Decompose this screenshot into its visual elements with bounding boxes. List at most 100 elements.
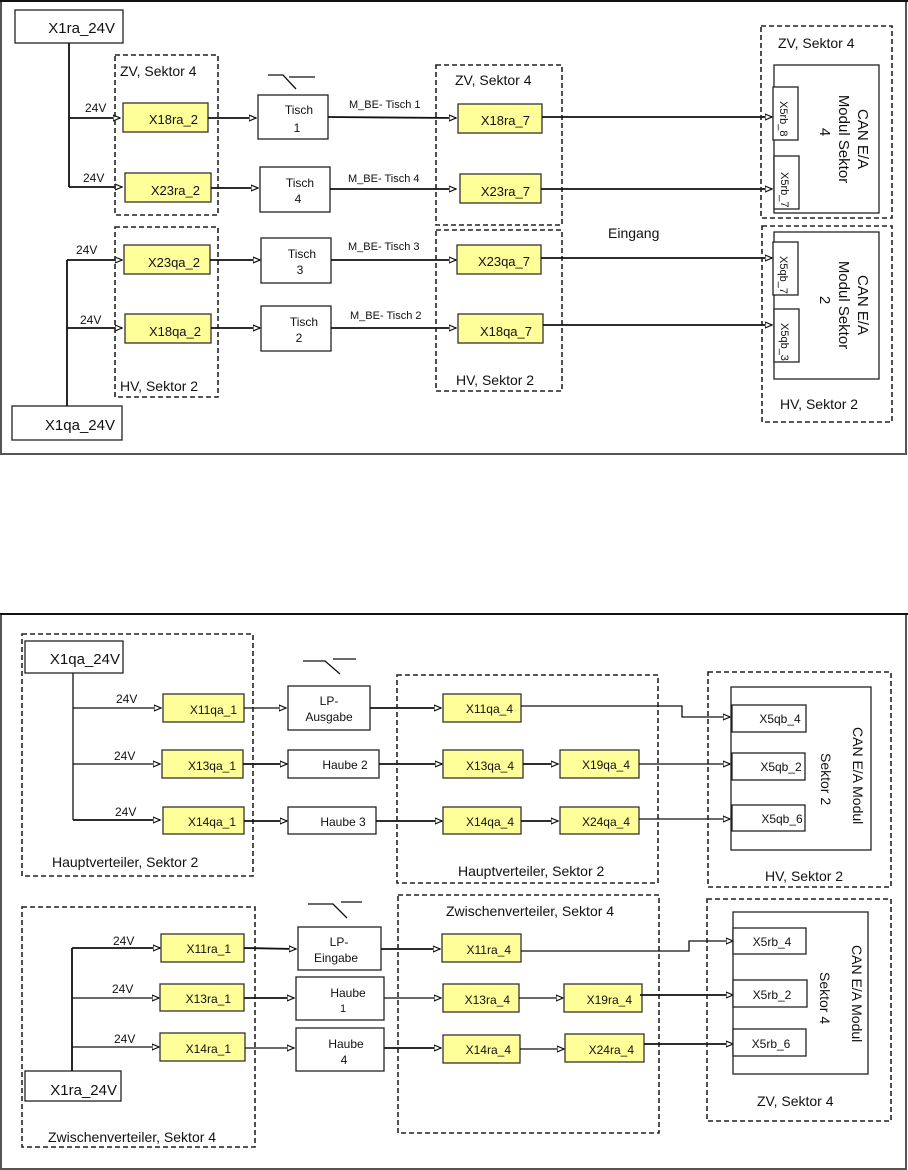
terminal-x14ra-4 (442, 1034, 521, 1064)
signal-line (521, 941, 733, 952)
group-zv-sektor-4-mid (435, 64, 563, 226)
terminal-x11qa-1 (162, 693, 245, 723)
terminal-label: X14qa_1 (188, 815, 236, 829)
terminal-label: X14ra_1 (186, 1042, 232, 1056)
device-label: Haube 3 (320, 815, 366, 829)
terminal-x11ra-4 (441, 933, 522, 963)
voltage-label: 24V (113, 934, 134, 948)
device-label: Tisch (286, 176, 314, 190)
group-label: ZV, Sektor 4 (455, 72, 532, 88)
device-label: Haube 2 (322, 758, 368, 772)
device-lp-ausgabe: LP- Ausgabe (287, 685, 371, 731)
port-label: X5rb_4 (753, 935, 792, 949)
port-label: X5qb_3 (778, 323, 790, 361)
terminal-label: X11ra_1 (187, 942, 232, 956)
device-haube-4: Haube 4 (295, 1027, 385, 1072)
voltage-label: 24V (76, 243, 97, 257)
signal-line (521, 705, 730, 717)
module-label: Sektor 4 (817, 972, 833, 1024)
port-label: X5qb_7 (777, 256, 789, 294)
device-label: 1 (340, 1003, 346, 1015)
terminal-label: X14ra_4 (466, 1043, 512, 1057)
port-label: X5rb_2 (753, 988, 792, 1002)
switch-symbol-icon (308, 901, 362, 919)
terminal-label: X11ra_4 (467, 943, 512, 957)
terminal-x14ra-1 (159, 1032, 246, 1062)
device-tisch-2: Tisch 2 (260, 305, 332, 352)
terminal-x23qa-2 (123, 244, 211, 275)
group-label: ZV, Sektor 4 (120, 63, 197, 79)
port-label: X5qb_2 (760, 760, 802, 774)
terminal-label: X19qa_4 (582, 758, 630, 772)
device-tisch-3: Tisch 3 (260, 237, 332, 284)
device-label: Ausgabe (305, 710, 353, 724)
port-x5rb-4 (732, 927, 807, 955)
voltage-label: 24V (85, 101, 106, 115)
connection-line (243, 948, 296, 949)
voltage-label: 24V (115, 805, 136, 819)
device-tisch-4: Tisch 4 (259, 166, 331, 213)
terminal-x24ra-4 (564, 1033, 645, 1063)
group-label: Zwischenverteiler, Sektor 4 (446, 903, 614, 919)
group-label: ZV, Sektor 4 (778, 35, 855, 51)
source-x1ra-zv: X1ra_24V (24, 1070, 122, 1102)
group-label: HV, Sektor 2 (780, 396, 858, 412)
port-x5qb-3 (773, 308, 800, 363)
terminal-x18ra-7 (457, 103, 543, 134)
terminal-x18qa-2 (124, 313, 212, 344)
module-label: Sektor 2 (818, 753, 834, 805)
module-label: CAN E/A (854, 275, 871, 335)
group-hv-sektor-2-right (761, 225, 893, 423)
source-x1ra: X1ra_24V (14, 9, 124, 44)
port-label: X5rb_6 (752, 1037, 791, 1051)
port-x5rb-2 (732, 979, 808, 1008)
device-label: 3 (297, 263, 304, 277)
can-module-sektor-4: X5rb_8 X5rb_7 CAN E/A Modul Sektor 4 (772, 64, 880, 214)
terminal-label: X24ra_4 (589, 1043, 635, 1057)
module-label: Modul Sektor (835, 261, 852, 349)
terminal-x13ra-1 (159, 983, 245, 1012)
module-label: 2 (816, 296, 833, 304)
port-label: X5rb_8 (777, 101, 789, 136)
group-label: Hauptverteiler, Sektor 2 (458, 863, 605, 879)
group-zwischenverteiler-left (21, 906, 256, 1148)
can-module-zv: X5rb_4 X5rb_2 X5rb_6 CAN E/A Modul Sekto… (732, 911, 869, 1075)
signal-label: M_BE- Tisch 2 (350, 310, 422, 322)
device-label: Tisch (288, 247, 316, 261)
terminal-x11ra-1 (160, 933, 245, 963)
terminal-label: X13ra_4 (465, 993, 511, 1007)
group-label: ZV, Sektor 4 (757, 1093, 834, 1109)
group-hv-sektor-2 (114, 226, 219, 398)
device-label: 4 (341, 1053, 348, 1067)
voltage-label: 24V (114, 1032, 135, 1046)
source-label: X1qa_24V (45, 417, 115, 434)
terminal-x23ra-7 (459, 173, 542, 204)
group-hauptverteiler-left (21, 633, 254, 877)
port-x5qb-2 (731, 752, 806, 781)
terminal-x23ra-2 (124, 172, 212, 203)
terminal-x14qa-1 (162, 806, 245, 835)
terminal-x18qa-7 (457, 313, 544, 344)
device-haube-2: Haube 2 (287, 749, 380, 779)
port-x5qb-6 (731, 804, 806, 832)
group-zwischenverteiler-mid (397, 894, 660, 1134)
terminal-label: X14qa_4 (466, 815, 514, 829)
terminal-x23qa-7 (456, 244, 542, 275)
port-label: X5rb_7 (778, 172, 790, 207)
group-zv-sektor-4-right (760, 25, 893, 219)
terminal-label: X24qa_4 (582, 815, 630, 829)
terminal-label: X13ra_1 (186, 992, 232, 1006)
terminal-x11qa-4 (442, 693, 522, 723)
source-x1qa: X1qa_24V (11, 405, 123, 441)
terminal-x13qa-4 (442, 749, 524, 779)
terminal-label: X23qa_2 (148, 255, 200, 270)
can-module-hv: X5qb_4 X5qb_2 X5qb_6 CAN E/A Modul Sekto… (730, 686, 872, 851)
voltage-label: 24V (116, 692, 137, 706)
terminal-x13ra-4 (442, 983, 520, 1013)
diagram-2: Hauptverteiler, Sektor 2 X1qa_24V 24V 24… (0, 613, 908, 1170)
terminal-label: X19ra_4 (587, 993, 633, 1007)
device-label: 4 (295, 192, 302, 206)
port-label: X5qb_6 (761, 812, 803, 826)
group-label: Zwischenverteiler, Sektor 4 (48, 1129, 216, 1145)
